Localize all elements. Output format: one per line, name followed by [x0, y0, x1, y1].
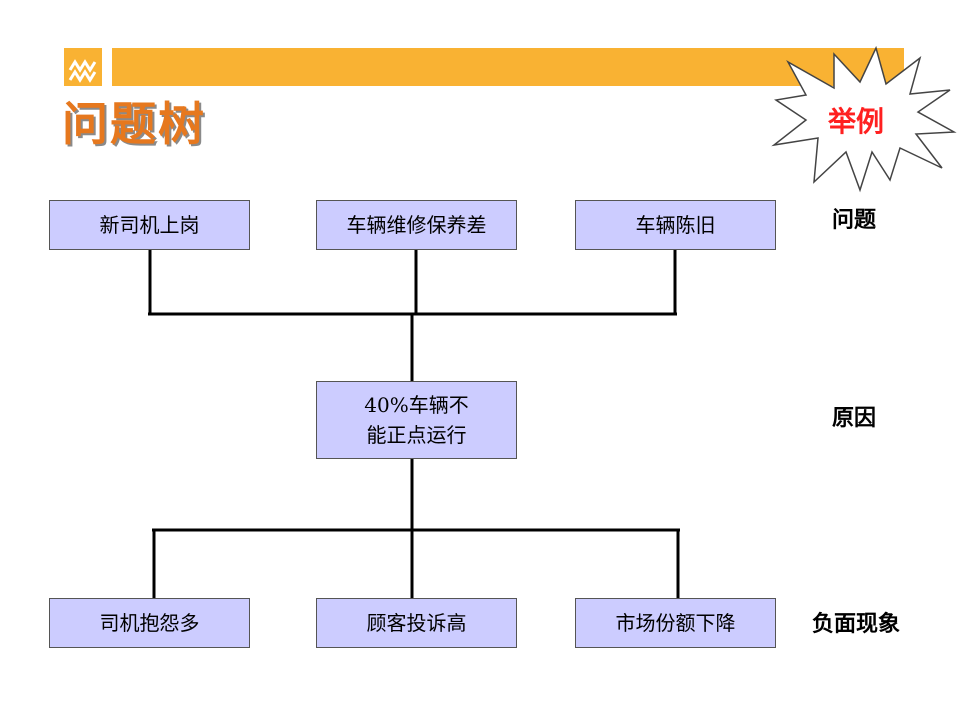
- level-label-cause: 原因: [832, 405, 877, 431]
- node-label: 车辆陈旧: [635, 213, 716, 237]
- effect-node-customer-complaints: 顾客投诉高: [316, 598, 517, 648]
- logo-icon: [64, 48, 102, 86]
- problem-node-new-drivers: 新司机上岗: [49, 200, 250, 250]
- starburst-badge: [771, 45, 957, 193]
- page-title: 问题树: [62, 97, 206, 151]
- header-bar: [112, 48, 904, 86]
- effect-node-market-share-decline: 市场份额下降: [575, 598, 776, 648]
- problem-node-old-vehicles: 车辆陈旧: [575, 200, 776, 250]
- node-label: 40%车辆不 能正点运行: [364, 393, 469, 447]
- node-label: 顾客投诉高: [366, 611, 467, 635]
- level-label-effect: 负面现象: [812, 611, 901, 637]
- node-label: 新司机上岗: [99, 213, 200, 237]
- node-label: 车辆维修保养差: [346, 213, 487, 237]
- effect-node-driver-complaints: 司机抱怨多: [49, 598, 250, 648]
- cause-node-late-vehicles: 40%车辆不 能正点运行: [316, 381, 517, 459]
- problem-node-poor-maintenance: 车辆维修保养差: [316, 200, 517, 250]
- node-label: 司机抱怨多: [99, 611, 200, 635]
- example-badge-label: 举例: [828, 105, 885, 138]
- node-label: 市场份额下降: [615, 611, 736, 635]
- level-label-problem: 问题: [832, 207, 877, 233]
